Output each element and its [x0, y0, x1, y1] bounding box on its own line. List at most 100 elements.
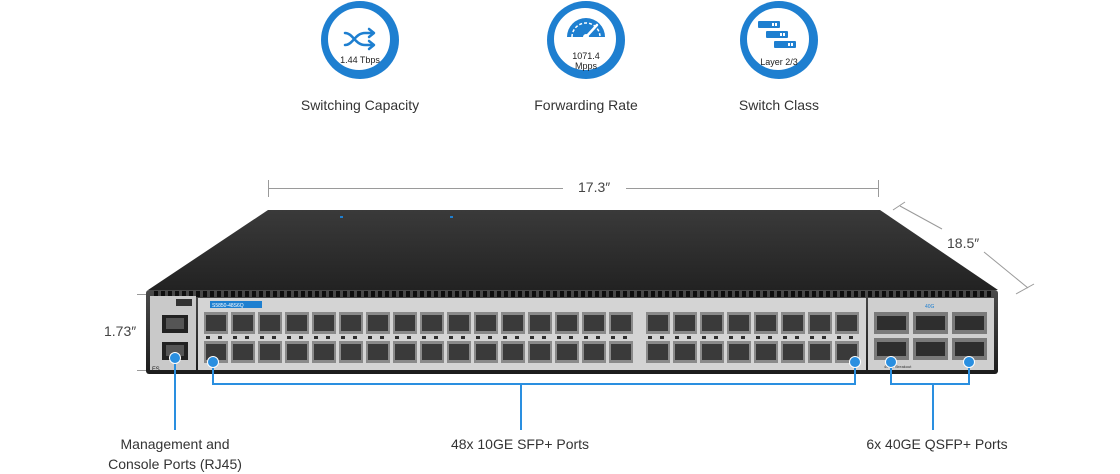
vent-slot — [595, 291, 599, 297]
sfp-port-opening — [648, 315, 668, 331]
port-led — [314, 336, 318, 339]
vent-slot — [777, 291, 781, 297]
port-led — [702, 336, 706, 339]
port-led — [476, 336, 480, 339]
mgmt-ports-label-line2: Console Ports (RJ45) — [108, 456, 242, 472]
vent-slot — [217, 291, 221, 297]
vent-slot — [700, 291, 704, 297]
port-led — [714, 336, 718, 339]
vent-slot — [602, 291, 606, 297]
vent-slot — [420, 291, 424, 297]
vent-slot — [525, 291, 529, 297]
sfp-port-opening — [675, 315, 695, 331]
sfp-port-opening — [503, 344, 523, 360]
vent-slot — [826, 291, 830, 297]
vent-slot — [231, 291, 235, 297]
width-dimension-label: 17.3″ — [578, 179, 611, 195]
sfp-port-opening — [584, 315, 604, 331]
switching-capacity-value: 1.44 Tbps — [340, 55, 380, 65]
port-led — [729, 336, 733, 339]
vent-slot — [812, 291, 816, 297]
brand-label: FS — [152, 367, 160, 373]
vent-slot — [763, 291, 767, 297]
vent-slot — [406, 291, 410, 297]
vent-slot — [875, 291, 879, 297]
vent-slot — [273, 291, 277, 297]
vent-slot — [798, 291, 802, 297]
vent-slot — [868, 291, 872, 297]
vent-slot — [756, 291, 760, 297]
port-led — [206, 336, 210, 339]
width-dimension-line-right — [626, 188, 879, 189]
vent-slot — [364, 291, 368, 297]
port-led — [434, 336, 438, 339]
forwarding-rate-badge: 1071.4 Mpps — [547, 1, 625, 79]
width-dimension-tick-left — [268, 180, 269, 197]
vent-slot — [903, 291, 907, 297]
vent-slot — [448, 291, 452, 297]
vent-slot — [651, 291, 655, 297]
forwarding-rate-value: 1071.4 — [572, 51, 600, 61]
sfp-port-opening — [260, 315, 280, 331]
sfp-port-opening — [395, 344, 415, 360]
port-led — [756, 336, 760, 339]
port-led — [584, 336, 588, 339]
sfp-port-opening — [287, 344, 307, 360]
vent-slot — [665, 291, 669, 297]
qsfp-callout-line — [932, 384, 934, 430]
vent-slot — [924, 291, 928, 297]
sfp-port-opening — [476, 344, 496, 360]
speedometer-icon — [567, 18, 605, 40]
switching-capacity-badge: 1.44 Tbps — [321, 1, 399, 79]
port-led — [353, 336, 357, 339]
sfp-callout-bracket — [212, 383, 856, 385]
vent-slot — [735, 291, 739, 297]
vent-slot — [280, 291, 284, 297]
vent-slot — [728, 291, 732, 297]
port-led — [822, 336, 826, 339]
port-led — [422, 336, 426, 339]
port-led — [218, 336, 222, 339]
vent-slot — [889, 291, 893, 297]
sfp-callout-vertical-left — [212, 364, 214, 384]
port-led — [795, 336, 799, 339]
vent-slot — [441, 291, 445, 297]
port-led — [272, 336, 276, 339]
qsfp-port-opening — [877, 342, 906, 356]
port-led — [245, 336, 249, 339]
vent-slot — [770, 291, 774, 297]
port-led — [660, 336, 664, 339]
feature-switch-class: Layer 2/3 Switch Class — [699, 0, 859, 113]
vent-slot — [679, 291, 683, 297]
sfp-port-opening — [837, 315, 857, 331]
vent-slot — [357, 291, 361, 297]
vent-slot — [581, 291, 585, 297]
sfp-port-opening — [233, 315, 253, 331]
sfp-port-opening — [260, 344, 280, 360]
vent-slot — [539, 291, 543, 297]
vent-slot — [245, 291, 249, 297]
port-led — [380, 336, 384, 339]
sfp-port-opening — [584, 344, 604, 360]
vent-slot — [861, 291, 865, 297]
sfp-port-opening — [422, 315, 442, 331]
forwarding-rate-label: Forwarding Rate — [534, 97, 638, 113]
vent-slot — [315, 291, 319, 297]
port-led — [687, 336, 691, 339]
vent-slot — [301, 291, 305, 297]
server-stack-icon — [758, 21, 796, 48]
vent-slot — [518, 291, 522, 297]
qsfp-callout-vertical-left — [890, 364, 892, 384]
sfp-port-opening — [648, 344, 668, 360]
port-led — [368, 336, 372, 339]
vent-slot — [623, 291, 627, 297]
vent-slot — [511, 291, 515, 297]
vent-slot — [392, 291, 396, 297]
vent-slot — [189, 291, 193, 297]
model-label: S5850-48S6Q — [212, 303, 244, 309]
vent-slot — [224, 291, 228, 297]
sfp-port-opening — [503, 315, 523, 331]
port-led — [557, 336, 561, 339]
qsfp-port-opening — [955, 316, 984, 330]
sfp-port-opening — [287, 315, 307, 331]
